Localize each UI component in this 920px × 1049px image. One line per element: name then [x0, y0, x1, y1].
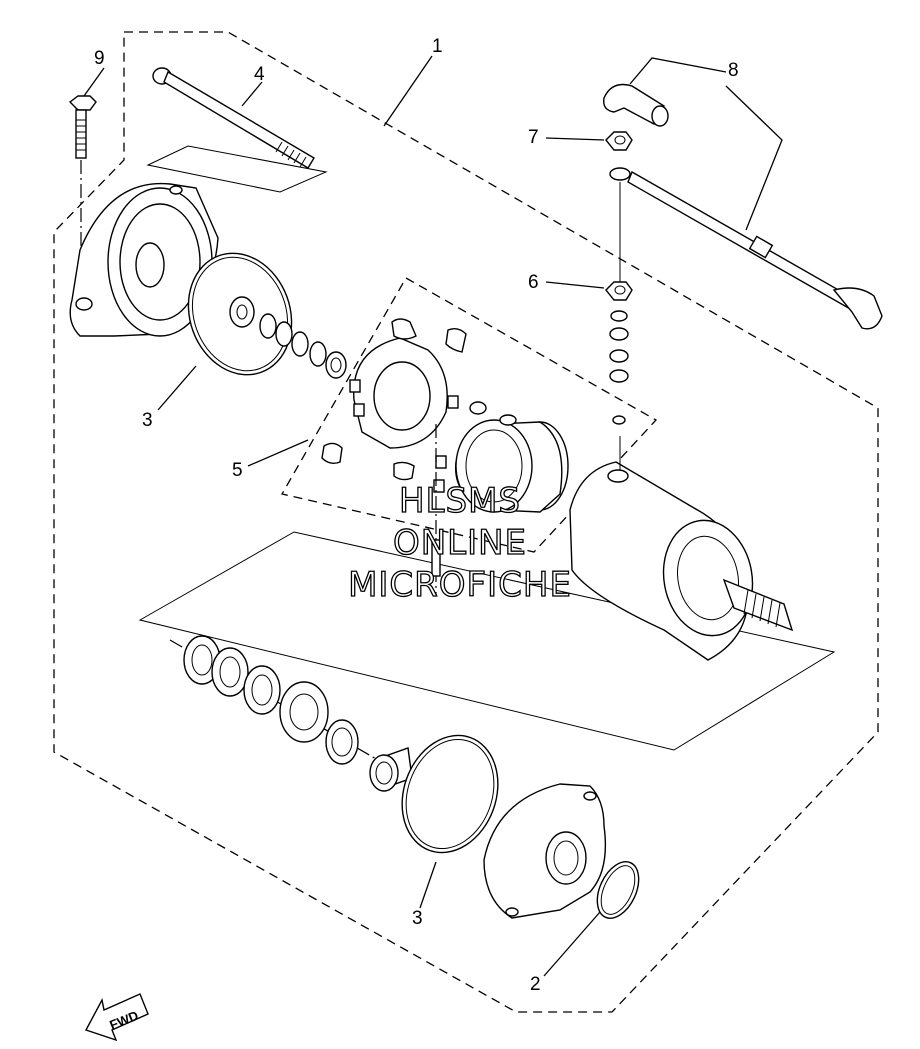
callout-8: 8 [728, 60, 739, 81]
callout-4: 4 [254, 64, 265, 85]
watermark-line-2: ONLINE [393, 523, 527, 563]
starter-cable-8[interactable] [603, 83, 883, 330]
needle-bearing[interactable] [369, 747, 413, 792]
callout-1: 1 [432, 36, 443, 57]
callout-7: 7 [528, 127, 539, 148]
callouts: 1 2 3 3 4 5 6 7 8 9 [94, 36, 739, 995]
callout-2: 2 [530, 974, 541, 995]
callout-6: 6 [528, 272, 539, 293]
rear-plane-outline [146, 145, 328, 193]
yoke-ring[interactable] [455, 401, 569, 513]
watermark: HLSMS ONLINE MICROFICHE [347, 480, 572, 605]
fwd-arrow: FWD [84, 993, 149, 1042]
front-cover[interactable] [483, 783, 607, 919]
brush-springs[interactable] [321, 318, 467, 481]
washer-stack[interactable] [609, 182, 629, 470]
leader-lines [83, 55, 783, 977]
assembly-outline [53, 31, 879, 1013]
watermark-line-1: HLSMS [399, 481, 521, 521]
long-bolt-4[interactable] [152, 67, 315, 169]
terminal-bolt[interactable] [431, 424, 441, 596]
callout-3-upper: 3 [142, 410, 153, 431]
callout-9: 9 [94, 48, 105, 69]
o-ring-3-lower[interactable] [386, 722, 513, 866]
bushing-washers-upper[interactable] [229, 296, 347, 379]
main-plane-outline [138, 531, 836, 751]
o-ring-2[interactable] [589, 855, 647, 925]
nut-6[interactable] [605, 281, 633, 301]
rear-cover[interactable] [69, 182, 219, 337]
brush-holder-plate[interactable] [349, 337, 459, 493]
callout-3-lower: 3 [412, 908, 423, 929]
nut-7[interactable] [605, 131, 633, 151]
brush-holder-outline [280, 277, 658, 553]
callout-5: 5 [232, 460, 243, 481]
lower-washers[interactable] [183, 635, 359, 765]
armature-motor[interactable] [569, 461, 794, 661]
watermark-line-3: MICROFICHE [348, 565, 572, 605]
